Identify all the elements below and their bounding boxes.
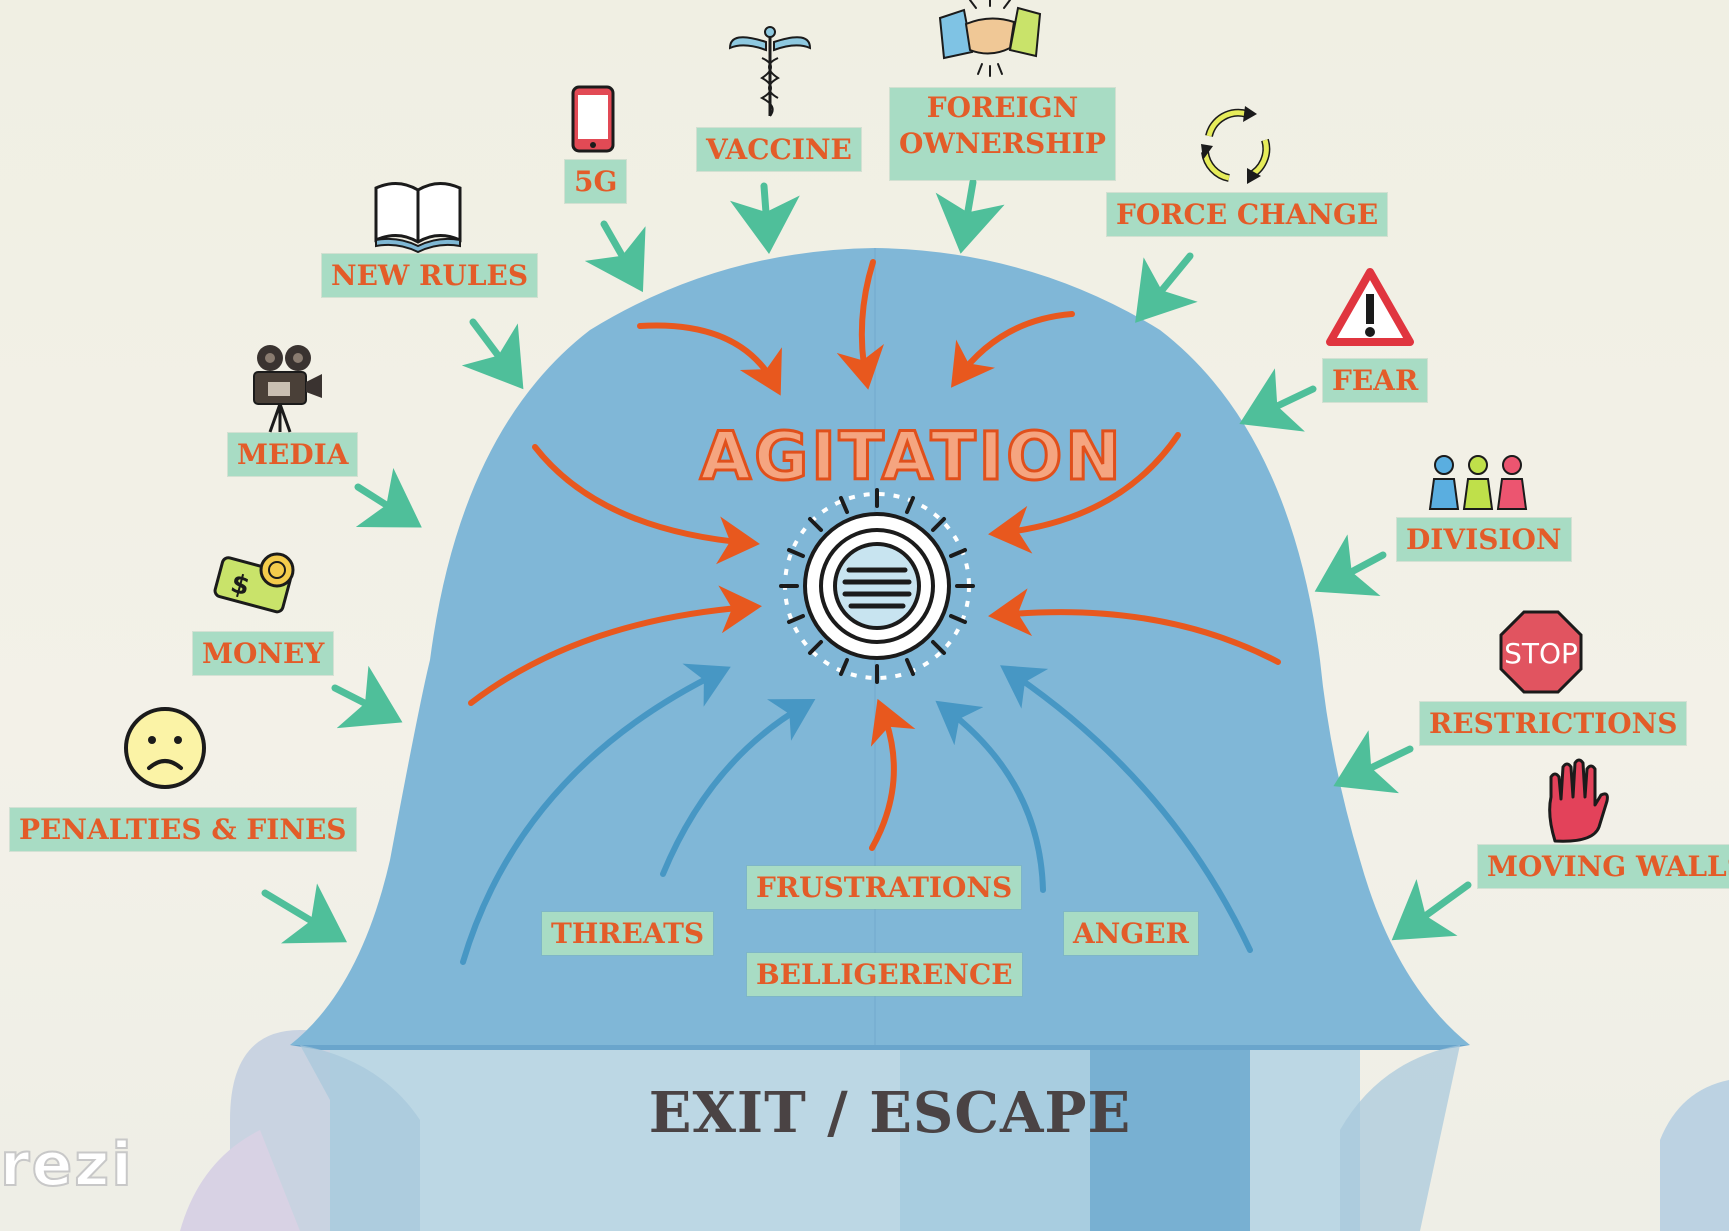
book-icon — [374, 182, 462, 254]
label-anger: ANGER — [1064, 912, 1198, 955]
warning-icon — [1326, 268, 1414, 346]
label-penalties-fines: PENALTIES & FINES — [10, 808, 356, 851]
label-foreign-line1: FOREIGN — [926, 91, 1079, 124]
stop-sign-text: STOP — [1504, 637, 1578, 670]
stop-sign-icon: STOP — [1499, 610, 1583, 694]
label-force-change: FORCE CHANGE — [1107, 193, 1388, 236]
caduceus-icon — [728, 26, 812, 117]
phone-icon — [571, 85, 615, 153]
label-foreign-ownership: FOREIGN OWNERSHIP — [890, 88, 1115, 180]
label-5g: 5G — [565, 160, 627, 203]
orange-arrows — [468, 259, 1281, 851]
sad-face-icon — [124, 707, 206, 789]
label-foreign-line2: OWNERSHIP — [899, 127, 1106, 160]
label-division: DIVISION — [1397, 518, 1571, 561]
label-belligerence: BELLIGERENCE — [747, 953, 1022, 996]
label-fear: FEAR — [1323, 359, 1428, 402]
exit-escape-label: EXIT / ESCAPE — [648, 1080, 1132, 1146]
vortex-icon — [779, 488, 975, 684]
handshake-icon — [938, 0, 1042, 77]
label-new-rules: NEW RULES — [322, 254, 538, 297]
label-frustrations: FRUSTRATIONS — [747, 866, 1022, 909]
recycle-icon — [1201, 106, 1271, 184]
label-vaccine: VACCINE — [697, 128, 861, 171]
label-moving-walls: MOVING WALLS — [1478, 845, 1729, 888]
green-arrows — [261, 178, 1472, 944]
camera-icon — [253, 345, 322, 433]
people-icon — [1428, 455, 1528, 510]
blue-arrows — [460, 663, 1253, 965]
bottom-blobs — [180, 1030, 1729, 1231]
money-icon: $ — [213, 552, 295, 614]
label-money: MONEY — [193, 632, 334, 675]
label-threats: THREATS — [542, 912, 714, 955]
label-media: MEDIA — [228, 433, 358, 476]
prezi-logo: rezi — [0, 1129, 134, 1201]
label-restrictions: RESTRICTIONS — [1420, 702, 1687, 745]
agitation-title: AGITATION — [699, 417, 1124, 497]
hand-icon — [1548, 758, 1609, 843]
